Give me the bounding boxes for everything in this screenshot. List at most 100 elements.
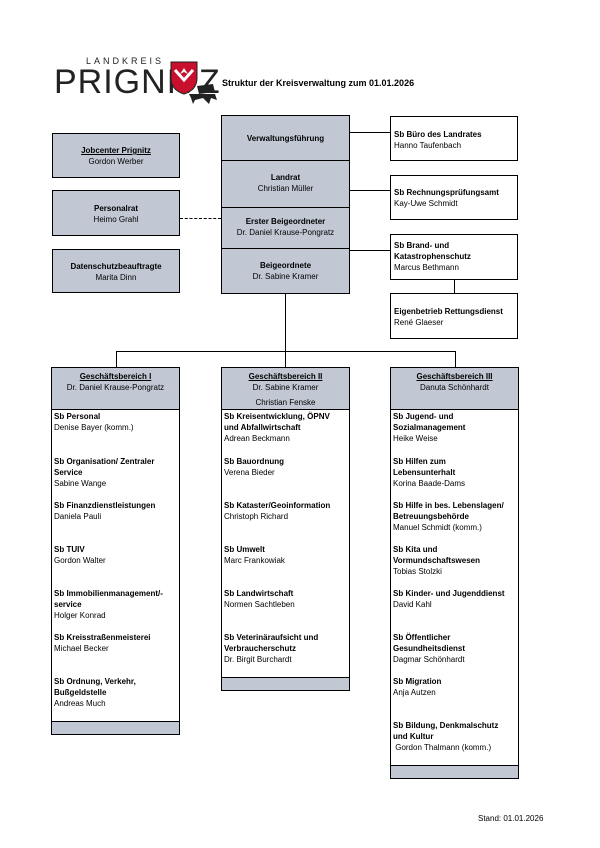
gb2-unit: Sb Veterinäraufsicht und Verbraucherschu…	[224, 632, 347, 665]
unit-title: Sb Hilfe in bes. Lebenslagen/	[393, 501, 504, 510]
gb1-header: Geschäftsbereich I Dr. Daniel Krause-Pon…	[52, 368, 179, 410]
personalrat-box: Personalrat Heimo Grahl	[52, 190, 180, 236]
divider	[222, 248, 349, 249]
gb3-unit: Sb Jugend- und Sozialmanagement Heike We…	[393, 411, 516, 444]
unit-title: Vormundschaftswesen	[393, 556, 480, 565]
gb3-unit: Sb Öffentlicher Gesundheitsdienst Dagmar…	[393, 632, 516, 665]
gb3-unit: Sb Migration Anja Autzen	[393, 676, 516, 698]
gb2-unit: Sb Kreisentwicklung, ÖPNV und Abfallwirt…	[224, 411, 347, 444]
gb2-unit: Sb Kataster/Geoinformation Christoph Ric…	[224, 500, 347, 522]
unit-title: Sb Öffentlicher	[393, 633, 451, 642]
gb1-unit: Sb Kreisstraßenmeisterei Michael Becker	[54, 632, 177, 654]
gb2-title: Geschäftsbereich II	[248, 372, 323, 381]
unit-head: Denise Bayer (komm.)	[54, 423, 134, 432]
brand-title-1: Sb Brand- und	[394, 241, 450, 250]
unit-head: Sabine Wange	[54, 479, 107, 488]
unit-title: Sb Bildung, Denkmalschutz	[393, 721, 499, 730]
unit-head: Marc Frankowiak	[224, 556, 285, 565]
gb3-unit: Sb Bildung, Denkmalschutz und Kultur Gor…	[393, 720, 516, 753]
verwaltungsfuehrung-label: Verwaltungsführung	[246, 134, 325, 143]
datenschutz-name: Marita Dinn	[95, 273, 137, 282]
gb1-unit: Sb TUIV Gordon Walter	[54, 544, 177, 566]
jobcenter-box: Jobcenter Prignitz Gordon Werber	[52, 133, 180, 178]
unit-head: Manuel Schmidt (komm.)	[393, 523, 482, 532]
gb2-unit: Sb Umwelt Marc Frankowiak	[224, 544, 347, 566]
divider	[222, 207, 349, 208]
unit-title: Sb Veterinäraufsicht und	[224, 633, 319, 642]
connector	[350, 190, 390, 191]
unit-title: Lebensunterhalt	[393, 468, 456, 477]
beigeordneter-name: Dr. Daniel Krause-Pongratz	[236, 228, 335, 237]
unit-head: Tobias Stolzki	[393, 567, 442, 576]
gb3-name: Danuta Schönhardt	[420, 383, 489, 392]
gb1-unit: Sb Immobilienmanagement/- service Holger…	[54, 588, 177, 621]
unit-title: Sb Ordnung, Verkehr,	[54, 677, 136, 686]
jobcenter-name: Gordon Werber	[88, 157, 144, 166]
unit-title: Sb Jugend- und	[393, 412, 454, 421]
coat-of-arms-icon	[170, 61, 217, 104]
gb2-name-2: Christian Fenske	[255, 398, 316, 407]
unit-head: Dr. Birgit Burchardt	[224, 655, 292, 664]
unit-head: David Kahl	[393, 600, 432, 609]
connector	[285, 294, 286, 351]
unit-head: Holger Konrad	[54, 611, 106, 620]
personalrat-title: Personalrat	[93, 204, 139, 213]
unit-title: Sb Kinder- und Jugenddienst	[393, 589, 505, 598]
connector	[116, 351, 456, 352]
unit-title: Sb Kreisentwicklung, ÖPNV	[224, 412, 330, 421]
unit-title: Sb Kita und	[393, 545, 438, 554]
unit-head: Gordon Thalmann (komm.)	[393, 743, 492, 752]
buero-title: Sb Büro des Landrates	[394, 130, 482, 139]
gb2-header: Geschäftsbereich II Dr. Sabine Kramer Ch…	[222, 368, 349, 410]
unit-title: service	[54, 600, 82, 609]
unit-title: Sb Finanzdienstleistungen	[54, 501, 156, 510]
page-title: Struktur der Kreisverwaltung zum 01.01.2…	[222, 78, 415, 88]
logo: LANDKREIS PRIGNITZ	[52, 56, 220, 108]
brand-box: Sb Brand- und Katastrophenschutz Marcus …	[390, 234, 518, 280]
beigeordnete-title: Beigeordnete	[259, 261, 312, 270]
gb3-header: Geschäftsbereich III Danuta Schönhardt	[391, 368, 518, 410]
logo-top-text: LANDKREIS	[86, 56, 165, 66]
connector	[455, 351, 456, 367]
unit-title: und Kultur	[393, 732, 434, 741]
unit-head: Andreas Much	[54, 699, 106, 708]
unit-head: Daniela Pauli	[54, 512, 102, 521]
unit-title: Sb Umwelt	[224, 545, 265, 554]
buero-name: Hanno Taufenbach	[394, 141, 462, 150]
gb3-column: Geschäftsbereich III Danuta Schönhardt S…	[390, 367, 519, 779]
gb1-unit: Sb Ordnung, Verkehr, Bußgeldstelle Andre…	[54, 676, 177, 709]
unit-head: Normen Sachtleben	[224, 600, 295, 609]
datenschutz-title: Datenschutzbeauftragte	[70, 262, 162, 271]
unit-head: Gordon Walter	[54, 556, 106, 565]
gb1-title: Geschäftsbereich I	[79, 372, 152, 381]
beigeordneter-title: Erster Beigeordneter	[245, 217, 326, 226]
gb3-unit: Sb Hilfe in bes. Lebenslagen/ Betreuungs…	[393, 500, 516, 533]
gb3-title: Geschäftsbereich III	[416, 372, 493, 381]
gb1-footer	[52, 721, 179, 734]
unit-title: Service	[54, 468, 83, 477]
jobcenter-title: Jobcenter Prignitz	[81, 146, 151, 155]
unit-title: Sb Organisation/ Zentraler	[54, 457, 155, 466]
unit-head: Christoph Richard	[224, 512, 289, 521]
gb1-column: Geschäftsbereich I Dr. Daniel Krause-Pon…	[51, 367, 180, 735]
unit-title: Bußgeldstelle	[54, 688, 107, 697]
verwaltungsfuehrung-box: Verwaltungsführung Landrat Christian Mül…	[221, 115, 350, 294]
gb3-footer	[391, 765, 518, 778]
unit-head: Heike Weise	[393, 434, 438, 443]
unit-title: Sb TUIV	[54, 545, 85, 554]
unit-title: Sb Kreisstraßenmeisterei	[54, 633, 151, 642]
gb2-name: Dr. Sabine Kramer	[252, 383, 319, 392]
rettung-title: Eigenbetrieb Rettungsdienst	[394, 307, 503, 316]
divider	[222, 160, 349, 161]
connector	[116, 351, 117, 367]
unit-title: Gesundheitsdienst	[393, 644, 466, 653]
rettung-box: Eigenbetrieb Rettungsdienst René Glaeser	[390, 293, 518, 339]
rpa-title: Sb Rechnungsprüfungsamt	[394, 188, 499, 197]
personalrat-name: Heimo Grahl	[93, 215, 139, 224]
gb3-unit: Sb Kinder- und Jugenddienst David Kahl	[393, 588, 516, 610]
unit-title: Sb Migration	[393, 677, 442, 686]
unit-title: Sb Hilfen zum	[393, 457, 446, 466]
unit-title: Sb Kataster/Geoinformation	[224, 501, 331, 510]
unit-title: Sb Bauordnung	[224, 457, 284, 466]
unit-head: Adrean Beckmann	[224, 434, 290, 443]
